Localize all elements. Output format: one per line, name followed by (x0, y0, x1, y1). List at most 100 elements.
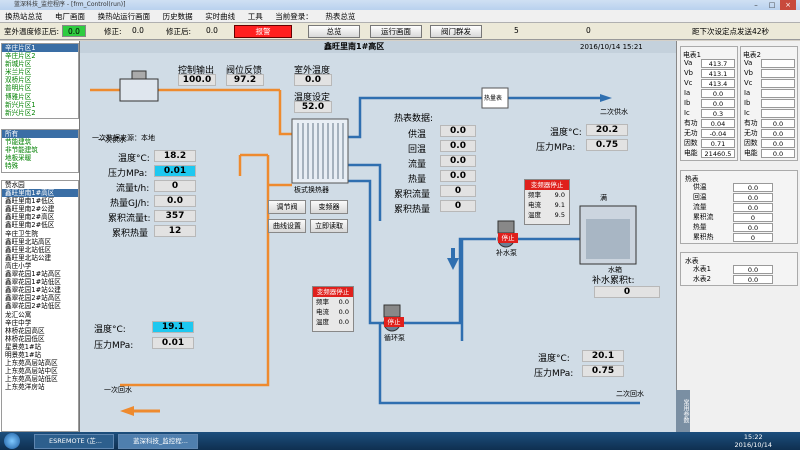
valve-regulate-button[interactable]: 调节阀 (268, 200, 306, 214)
curve-settings-button[interactable]: 曲线设置 (268, 219, 306, 233)
menu-realtime-curve[interactable]: 实时曲线 (205, 12, 236, 21)
region-list-item[interactable]: 新城片区 (5, 60, 32, 69)
control-output-label: 控制输出 (178, 66, 215, 76)
station-list-item[interactable]: 林桥花园低区 (5, 334, 45, 343)
primary-return-label: 一次回水 (104, 386, 132, 394)
common-params-tab[interactable]: 常用参数 (676, 390, 690, 432)
circ-pump-stop-badge[interactable]: 停止 (384, 317, 404, 327)
primary-valve-body (119, 78, 159, 102)
menu-login[interactable]: 当前登录： (275, 12, 313, 21)
station-list-item[interactable]: 鑫旺里北站高区 (5, 237, 52, 246)
primary-return-pressure-label: 压力MPa: (94, 341, 134, 351)
circ-freq-label: 频率 (316, 298, 329, 306)
station-list-item[interactable]: 鑫旺里北站低区 (5, 245, 52, 254)
makeup-pump-stop-badge[interactable]: 停止 (498, 233, 518, 243)
station-list-item[interactable]: 鑫旺里南2#公建 (5, 205, 55, 214)
station-list-item[interactable]: 上东苑高层站中区 (5, 367, 58, 376)
meter2-row-value (761, 59, 795, 68)
read-now-button[interactable]: 立即读取 (310, 219, 348, 233)
station-list-item[interactable]: 鑫旺里南2#低区 (5, 221, 55, 230)
station-list-item[interactable]: 星景苑1#站 (5, 342, 42, 351)
meter1-row-label: 因数 (684, 139, 698, 147)
meter1-row-value: 413.4 (701, 79, 735, 88)
primary-return-temp-label: 温度°C: (94, 325, 126, 335)
vfd-button[interactable]: 变频器 (310, 200, 348, 214)
region-list-item[interactable]: 双桥片区 (5, 76, 32, 85)
station-list-item[interactable]: 鑫翠花园2#站低区 (5, 302, 61, 311)
menu-power-plant[interactable]: 电厂画面 (55, 12, 86, 21)
window-titlebar: 蓝深科技_监控程序 - [frm_Control(run)] – □ × (0, 0, 800, 10)
window-title: 蓝深科技_监控程序 - [frm_Control(run)] (14, 1, 126, 8)
start-button[interactable] (4, 433, 20, 449)
building-type-list-item[interactable]: 所有 (2, 130, 78, 139)
primary-cum-flow-label: 累积流量t: (108, 214, 151, 224)
menu-history[interactable]: 历史数据 (162, 12, 193, 21)
station-list-item[interactable]: 明景苑1#站 (5, 350, 42, 359)
run-screen-button[interactable]: 运行画面 (370, 25, 422, 38)
secondary-supply-pipe (348, 96, 600, 139)
meter1-row-label: Ib (684, 99, 691, 107)
station-list-header: 赞水园 (5, 181, 25, 189)
station-list-item[interactable]: 鑫翠花园1#站低区 (5, 278, 61, 287)
station-list-item[interactable]: 鑫旺里南1#高区 (2, 189, 78, 198)
station-list-item[interactable]: 林桥花园高区 (5, 326, 45, 335)
makeup-current-label: 电流 (528, 201, 541, 209)
building-type-list-item[interactable]: 非节能建筑 (5, 146, 38, 155)
makeup-temp-label: 温度 (528, 211, 541, 219)
station-list-item[interactable]: 鑫翠花园2#站高区 (5, 294, 61, 303)
region-list-item[interactable]: 新兴片区1 (5, 100, 36, 109)
station-list-item[interactable]: 鑫翠花园1#站公建 (5, 286, 61, 295)
maximize-button[interactable]: □ (768, 1, 776, 9)
menu-heat-meter-overview[interactable]: 热表总览 (325, 12, 356, 21)
station-list-item[interactable]: 鑫旺里南1#低区 (5, 197, 55, 206)
overview-button[interactable]: 总览 (308, 25, 360, 38)
meter1-row-label: 无功 (684, 129, 698, 137)
valve-broadcast-button[interactable]: 阀门群发 (430, 25, 482, 38)
station-list-item[interactable]: 辛庄中学 (5, 318, 32, 327)
region-list-item[interactable]: 普明片区 (5, 84, 32, 93)
station-list-item[interactable]: 鑫旺里北站公建 (5, 253, 52, 262)
close-button[interactable]: × (780, 0, 796, 10)
meter2-row-value (761, 69, 795, 78)
alarm-button[interactable]: 报警 (234, 25, 292, 38)
correction-after-label: 修正后: (166, 27, 192, 36)
secondary-supply-pressure-value: 0.75 (586, 139, 628, 151)
region-list-item[interactable]: 新兴片区2 (5, 108, 36, 117)
region-list-item[interactable]: 博雅片区 (5, 92, 32, 101)
station-list-item[interactable]: 上东苑高层站低区 (5, 375, 58, 384)
menu-tools[interactable]: 工具 (247, 12, 263, 21)
station-list-item[interactable]: 鑫翠花园1#站高区 (5, 270, 61, 279)
water-row-label: 水表2 (693, 275, 711, 283)
menu-station-running[interactable]: 换热站运行画面 (97, 12, 151, 21)
meter2-row: Vc (744, 79, 795, 88)
minimize-button[interactable]: – (754, 1, 758, 9)
region-list-item[interactable]: 辛庄片区2 (5, 52, 36, 61)
outdoor-temp-label: 室外温度 (294, 66, 331, 76)
building-type-list-item[interactable]: 特殊 (5, 162, 19, 171)
taskbar-monitor-app[interactable]: 蓝深科技_监控程... (118, 434, 198, 449)
makeup-freq-value: 9.0 (554, 191, 565, 199)
station-list-item[interactable]: 上东苑洋房站 (5, 383, 45, 392)
region-list-item[interactable]: 米兰片区 (5, 68, 32, 77)
meter1-row-label: 有功 (684, 119, 698, 127)
secondary-return-pipe (378, 323, 640, 405)
station-list-item[interactable]: 高庄小学 (5, 261, 32, 270)
heat-row-value: 0.0 (733, 203, 773, 212)
hm-return-value: 0.0 (440, 140, 476, 152)
station-list-item[interactable]: 辛庄卫生院 (5, 229, 38, 238)
building-type-list-item[interactable]: 节能建筑 (5, 138, 32, 147)
station-list-item[interactable]: 鑫旺里南2#高区 (5, 213, 55, 222)
building-type-list-item[interactable]: 地板采暖 (5, 154, 32, 163)
water-row-value: 0.0 (733, 265, 773, 274)
station-list-item[interactable]: 龙汇公寓 (5, 310, 32, 319)
region-list-item[interactable]: 辛庄片区1 (2, 44, 78, 53)
menu-station-overview[interactable]: 换热站总览 (5, 12, 43, 21)
station-list-item[interactable]: 上东苑高层站高区 (5, 359, 58, 368)
taskbar-esremote[interactable]: ESREMOTE (芷... (34, 434, 114, 449)
